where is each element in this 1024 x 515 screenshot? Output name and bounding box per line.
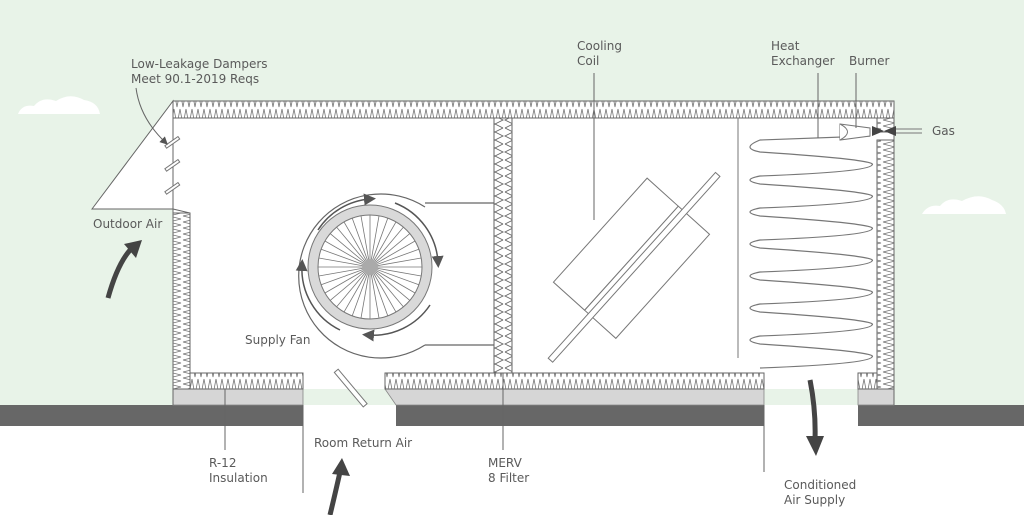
curb (857, 388, 895, 406)
fan-blade (369, 266, 380, 319)
fan-blade (369, 226, 404, 268)
fan-blade (318, 257, 371, 268)
fan-blade (360, 266, 371, 319)
fan-blade (369, 257, 422, 268)
dampers-label-line2: Meet 90.1-2019 Reqs (131, 72, 260, 86)
outdoor-air-label: Outdoor Air (93, 217, 163, 231)
fan-blade (351, 217, 371, 268)
fan-blade (369, 266, 397, 313)
room-return-air-label: Room Return Air (314, 436, 413, 450)
gas-label: Gas (932, 124, 955, 138)
fan-blade (343, 221, 371, 268)
fan-blade (369, 248, 420, 268)
fan-blade (329, 266, 371, 301)
fan-blade (343, 266, 371, 313)
dampers-label-line1: Low-Leakage Dampers (131, 57, 268, 71)
return-damper (333, 368, 368, 408)
conditioned-air-label: Conditioned Air Supply (784, 478, 856, 508)
fan-blade (360, 215, 371, 268)
burner-label: Burner (849, 54, 890, 68)
roof-deck (396, 405, 764, 426)
roof-deck (858, 405, 1024, 426)
flow-arrow-icon (105, 240, 142, 299)
unit-interior (173, 101, 894, 389)
fan-blade (351, 266, 371, 317)
cloud-icon (922, 196, 1006, 214)
fan-blade (369, 266, 420, 286)
cooling-coil-line1: Cooling (577, 39, 622, 53)
bottom-insulation (857, 372, 878, 390)
fan-blade (369, 266, 411, 301)
supply-fan (295, 193, 494, 359)
heat-exchanger-line2: Exchanger (771, 54, 835, 68)
fan-blade (369, 266, 422, 277)
heat-exchanger (749, 135, 874, 369)
fan-blade (369, 221, 397, 268)
conditioned-air-line2: Air Supply (784, 493, 846, 507)
filter-line2: 8 Filter (488, 471, 530, 485)
bottom-insulation (384, 372, 765, 390)
fan-blade (324, 240, 371, 268)
filter-label: MERV 8 Filter (488, 456, 529, 486)
right-insulation (876, 139, 895, 390)
fan-blade (329, 233, 371, 268)
cooling-coil-label: Cooling Coil (577, 39, 622, 69)
conditioned-air-line1: Conditioned (784, 478, 857, 492)
fan-blade (369, 217, 389, 268)
merv-filter (493, 117, 513, 374)
fan-blade (369, 240, 416, 268)
cooling-coil (547, 171, 721, 363)
insulation-line1: R-12 (209, 456, 237, 470)
fan-blade (369, 266, 389, 317)
burner (839, 123, 871, 141)
fan-blade (369, 215, 380, 268)
cooling-coil-line2: Coil (577, 54, 600, 68)
fan-blade (318, 266, 371, 277)
flow-arrow-icon (327, 458, 350, 515)
heat-exchanger-label: Heat Exchanger (771, 39, 835, 69)
dampers (164, 135, 181, 195)
roof-deck (0, 405, 303, 426)
fan-blade (369, 233, 411, 268)
curb (172, 388, 304, 406)
insulation-label: R-12 Insulation (209, 456, 268, 486)
fan-blade (369, 266, 404, 308)
top-insulation (172, 100, 895, 119)
fan-blade (336, 266, 371, 308)
insulation-line2: Insulation (209, 471, 268, 485)
dampers-label: Low-Leakage Dampers Meet 90.1-2019 Reqs (131, 57, 268, 87)
fan-blade (324, 266, 371, 294)
gas-valve-icon (872, 126, 896, 136)
fan-blade (320, 266, 371, 286)
fan-blade (369, 266, 416, 294)
left-insulation (172, 212, 191, 390)
filter-line1: MERV (488, 456, 522, 470)
bottom-insulation (189, 372, 304, 390)
curb (384, 388, 765, 406)
heat-exchanger-line1: Heat (771, 39, 800, 53)
cloud-icon (18, 96, 100, 114)
flow-arrow-icon (806, 379, 824, 456)
supply-fan-label: Supply Fan (245, 333, 311, 347)
fan-blade (320, 248, 371, 268)
fan-blade (336, 226, 371, 268)
